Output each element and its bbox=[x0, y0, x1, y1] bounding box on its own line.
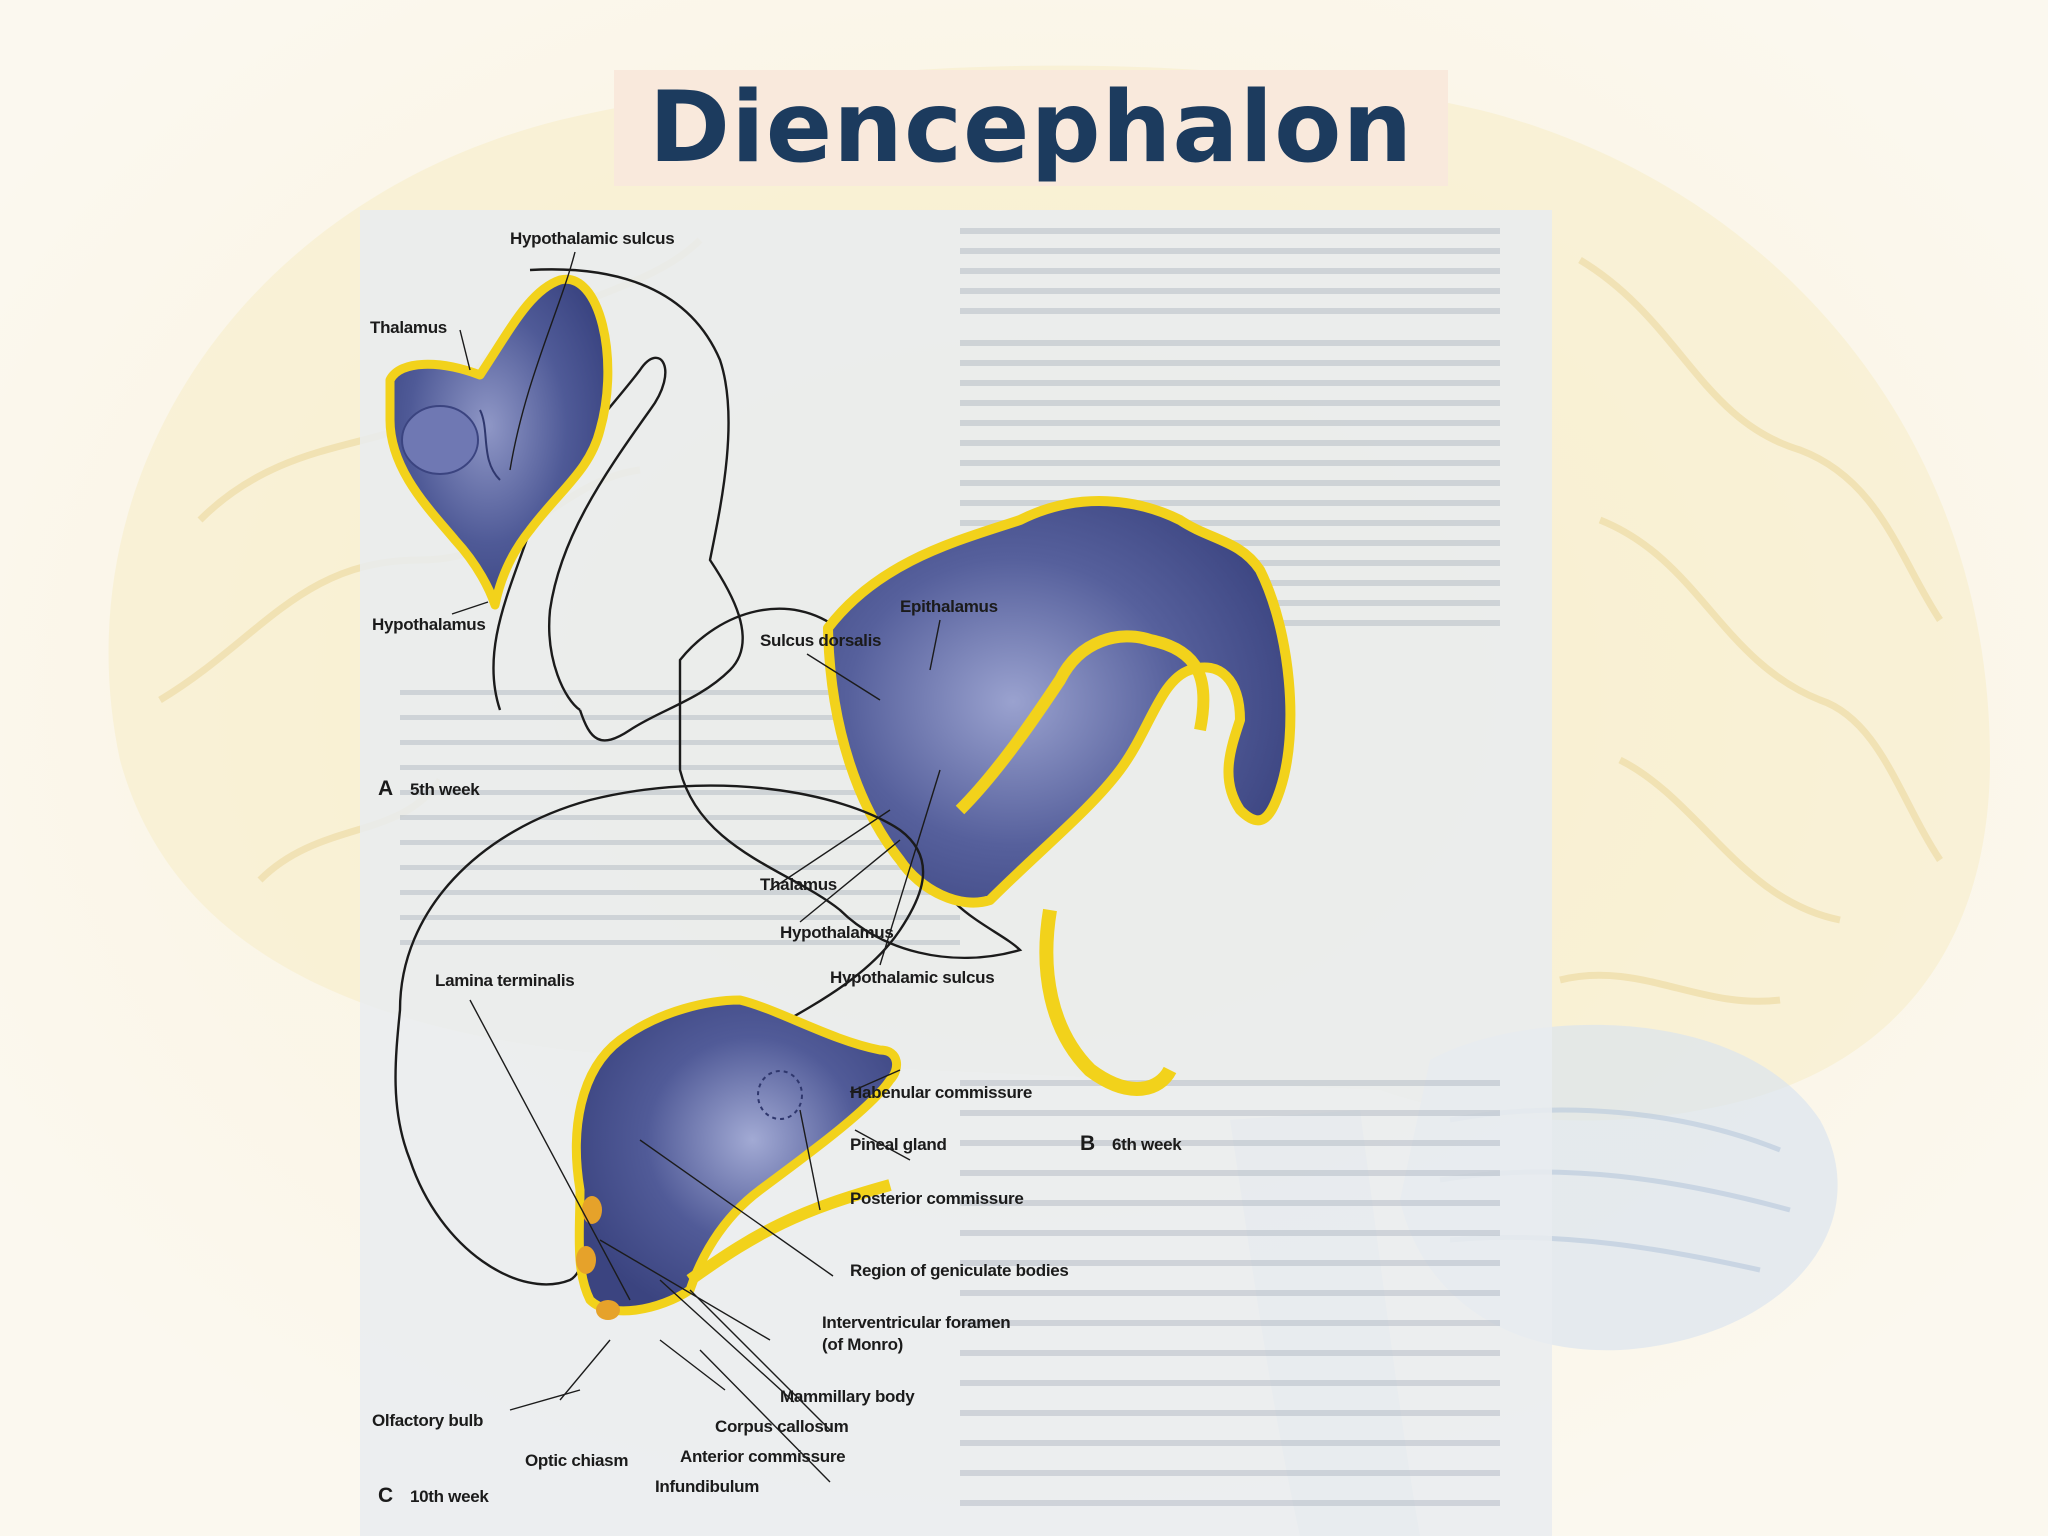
label-infundibulum: Infundibulum bbox=[655, 1477, 759, 1496]
label-pineal-gland: Pineal gland bbox=[850, 1135, 947, 1154]
label-anterior-commissure: Anterior commissure bbox=[680, 1447, 845, 1466]
label-lamina-terminalis: Lamina terminalis bbox=[435, 971, 574, 990]
textbook-figure: Hypothalamic sulcus Thalamus Hypothalamu… bbox=[360, 210, 1552, 1536]
label-thalamus-b: Thalamus bbox=[760, 875, 837, 894]
label-hypothalamus-b: Hypothalamus bbox=[780, 923, 894, 942]
label-corpus-callosum: Corpus callosum bbox=[715, 1417, 849, 1436]
label-thalamus-a: Thalamus bbox=[370, 318, 447, 337]
label-habenular-commissure: Habenular commissure bbox=[850, 1083, 1032, 1102]
label-region-of-geniculate-bodies: Region of geniculate bodies bbox=[850, 1261, 1069, 1280]
label-of-monro: (of Monro) bbox=[822, 1335, 903, 1354]
label-hypothalamic-sulcus-a: Hypothalamic sulcus bbox=[510, 229, 674, 248]
label-posterior-commissure: Posterior commissure bbox=[850, 1189, 1024, 1208]
panel-b-letter: B bbox=[1080, 1132, 1095, 1155]
label-sulcus-dorsalis: Sulcus dorsalis bbox=[760, 631, 881, 650]
panel-b-caption: 6th week bbox=[1112, 1135, 1182, 1154]
label-hypothalamus-a: Hypothalamus bbox=[372, 615, 486, 634]
panel-c-letter: C bbox=[378, 1484, 393, 1507]
label-interventricular-foramen: Interventricular foramen bbox=[822, 1313, 1010, 1332]
panel-a-letter: A bbox=[378, 777, 393, 800]
panel-a-5th-week: Hypothalamic sulcus Thalamus Hypothalamu… bbox=[370, 229, 744, 800]
label-optic-chiasm: Optic chiasm bbox=[525, 1451, 628, 1470]
label-epithalamus: Epithalamus bbox=[900, 597, 998, 616]
label-olfactory-bulb: Olfactory bulb bbox=[372, 1411, 483, 1430]
label-hypothalamic-sulcus-b: Hypothalamic sulcus bbox=[830, 968, 994, 987]
panel-c-caption: 10th week bbox=[410, 1487, 489, 1506]
panel-a-caption: 5th week bbox=[410, 780, 480, 799]
panel-c-10th-week: Lamina terminalis Habenular commissure P… bbox=[372, 784, 1069, 1507]
label-mammillary-body: Mammillary body bbox=[780, 1387, 915, 1406]
title-banner: Diencephalon bbox=[614, 70, 1448, 186]
diencephalon-development-diagram: Hypothalamic sulcus Thalamus Hypothalamu… bbox=[360, 210, 1552, 1536]
slide-title: Diencephalon bbox=[648, 71, 1414, 185]
panel-b-6th-week: Epithalamus Sulcus dorsalis Thalamus Hyp… bbox=[678, 496, 1296, 1155]
